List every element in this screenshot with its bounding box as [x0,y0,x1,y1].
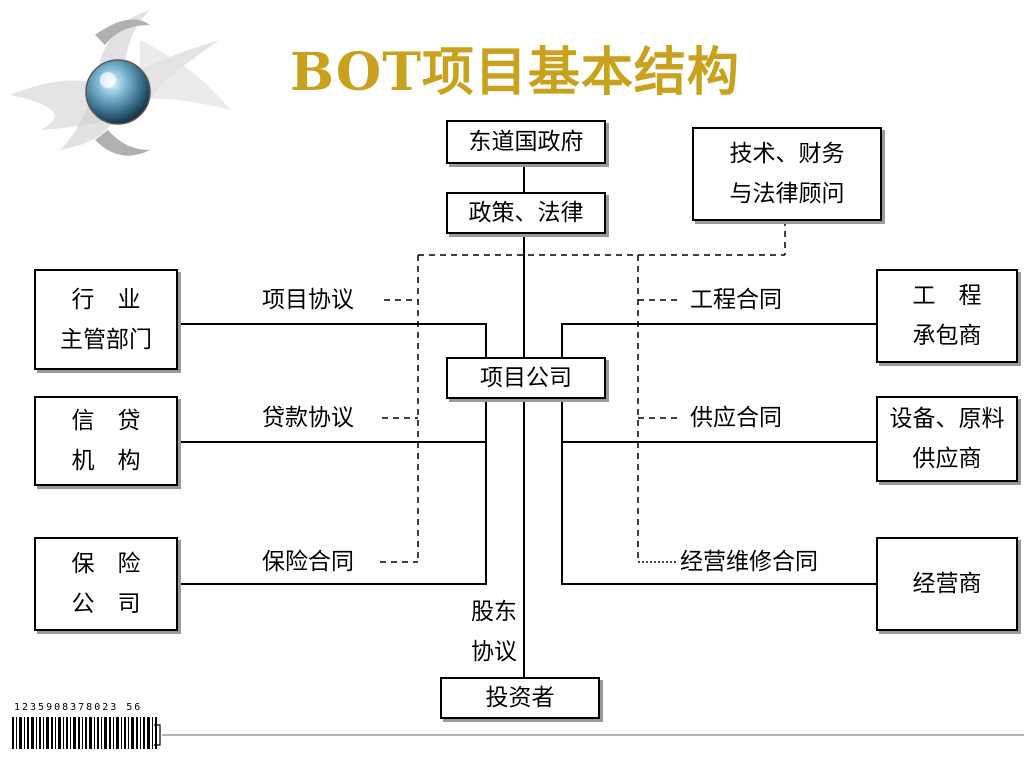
node-govt: 东道国政府 [446,120,606,164]
solid-connectors [178,164,876,680]
node-investor: 投资者 [440,677,600,719]
label-loan-agreement: 贷款协议 [262,403,354,433]
label-shareholder-agreement: 股东 协议 [471,599,517,665]
insurance-company-line [178,399,487,585]
label-supply-contract: 供应合同 [690,403,782,433]
swirl-sphere-logo-icon [10,10,230,156]
operator-company-line [561,399,876,585]
node-project-company: 项目公司 [446,357,606,399]
node-advisor: 技术、财务 与法律顾问 [692,127,882,221]
barcode-digits: 1235908378023 56 [14,702,143,713]
node-credit: 信 贷 机 构 [34,396,178,486]
label-insurance-contract: 保险合同 [262,547,354,577]
page-title: BOT项目基本结构 [290,42,740,103]
contractor-company-line [561,323,876,357]
node-supplier: 设备、原料 供应商 [876,396,1018,482]
node-policy: 政策、法律 [446,192,606,234]
node-contractor: 工 程 承包商 [876,269,1018,363]
label-engineering-contract: 工程合同 [690,285,782,315]
label-om-contract: 经营维修合同 [680,547,818,577]
dashed-connectors [380,220,786,563]
label-project-agreement: 项目协议 [262,285,354,315]
node-operator: 经营商 [876,537,1018,631]
industry-company-line [178,323,487,357]
node-insurance: 保 险 公 司 [34,537,178,631]
node-industry-dept: 行 业 主管部门 [34,269,178,370]
barcode-icon [12,717,1024,749]
